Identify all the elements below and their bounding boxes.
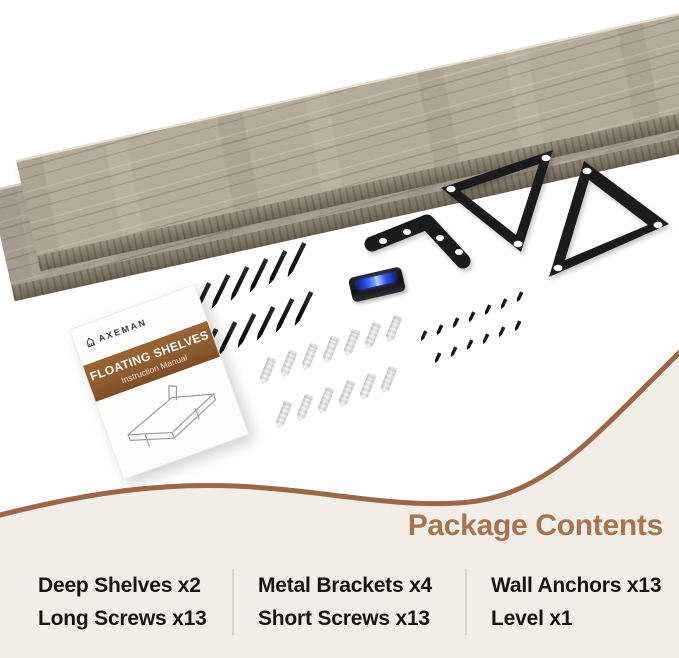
l-bracket-hole (403, 229, 411, 235)
manual-shelf-drawing (127, 385, 217, 447)
triangle-bracket-hole (513, 240, 523, 248)
package-contents-heading: Package Contents (407, 509, 664, 542)
instruction-manual: AXEMAN FLOATING SHELVES Instruction Manu… (68, 283, 250, 481)
triangle-bracket-hole (446, 185, 456, 193)
triangle-bracket-hole (653, 221, 663, 229)
contents-column-3: Wall Anchors x13 Level x1 (465, 569, 666, 635)
axeman-logo-icon (86, 337, 96, 348)
content-item-short-screws: Short Screws x13 (258, 607, 430, 630)
triangle-bracket-hole (582, 167, 592, 175)
l-bracket-hole (436, 235, 444, 241)
content-item-level: Level x1 (491, 607, 573, 630)
content-item-metal-brackets: Metal Brackets x4 (258, 574, 433, 597)
manual-logo: AXEMAN (83, 316, 148, 349)
l-bracket-hole (455, 249, 463, 255)
wave-fill (0, 352, 679, 658)
content-item-wall-anchors: Wall Anchors x13 (491, 574, 662, 597)
contents-column-2: Metal Brackets x4 Short Screws x13 (232, 569, 465, 635)
contents-column-1: Deep Shelves x2 Long Screws x13 (38, 569, 232, 635)
content-item-deep-shelves: Deep Shelves x2 (38, 574, 201, 597)
package-contents-list: Deep Shelves x2 Long Screws x13 Metal Br… (38, 569, 666, 635)
wave-line (0, 349, 679, 518)
content-item-long-screws: Long Screws x13 (38, 607, 207, 630)
triangle-bracket-hole (553, 264, 563, 272)
triangle-bracket-1 (441, 150, 553, 252)
triangle-bracket-2 (549, 161, 669, 277)
l-bracket (364, 214, 471, 269)
l-bracket-hole (379, 238, 387, 244)
triangle-bracket-hole (541, 154, 551, 162)
